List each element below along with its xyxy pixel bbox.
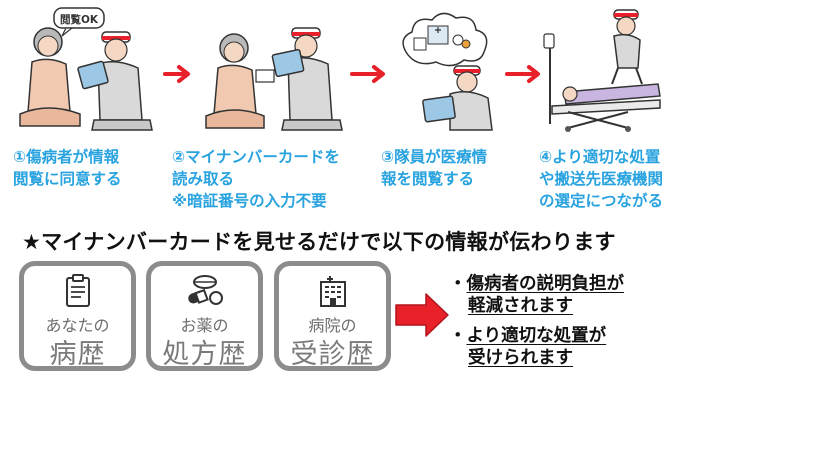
step-4-line1: ④より適切な処置 [539, 148, 661, 166]
illustration-card-reading [198, 4, 348, 134]
benefit-1: ・傷病者の説明負担が 軽減されます [449, 273, 624, 317]
step-1-line2: 閲覧に同意する [13, 170, 122, 188]
step-2-caption: ②マイナンバーカードを 読み取る ※暗証番号の入力不要 [172, 146, 340, 212]
arrow-right-icon [163, 65, 190, 83]
step-1-caption: ①傷病者が情報 閲覧に同意する [13, 146, 122, 190]
arrow-right-icon [350, 65, 385, 83]
card-small-label: お薬の [180, 316, 229, 335]
card-big-label: 病歴 [49, 339, 106, 370]
card-big-label: 受診歴 [290, 339, 375, 370]
benefit-2-line2: 受けられます [468, 348, 573, 368]
step-2-line2: 読み取る [172, 170, 235, 188]
pills-icon [187, 275, 223, 305]
arrow-right-icon [395, 293, 449, 337]
step-3-line2: 報を閲覧する [381, 170, 475, 188]
illustration-transport [538, 4, 668, 134]
step-4-caption: ④より適切な処置 や搬送先医療機関 の選定につながる [539, 146, 663, 212]
step-4-line3: の選定につながる [539, 192, 664, 210]
step-4-line2: や搬送先医療機関 [539, 170, 664, 188]
card-big-label: 処方歴 [162, 339, 247, 370]
speech-bubble-text: 閲覧OK [60, 14, 99, 26]
illustration-viewing-info [392, 8, 502, 134]
illustration-patient-consent: 閲覧OK [10, 2, 155, 134]
step-2-line3: ※暗証番号の入力不要 [172, 192, 327, 210]
benefit-1-line2: 軽減されます [468, 296, 573, 316]
card-medical-history: あなたの 病歴 [19, 261, 136, 371]
step-3-line1: ③隊員が医療情 [381, 148, 488, 166]
hospital-icon [319, 276, 346, 307]
arrow-right-icon [505, 65, 540, 83]
headline: ★マイナンバーカードを見せるだけで以下の情報が伝わります [22, 230, 616, 254]
benefit-2: ・より適切な処置が 受けられます [449, 325, 606, 369]
benefit-bullet: ・ [449, 274, 467, 294]
clipboard-icon [65, 274, 90, 307]
card-small-label: 病院の [308, 316, 357, 335]
card-visit-history: 病院の 受診歴 [274, 261, 391, 371]
step-1-line1: ①傷病者が情報 [13, 148, 120, 166]
benefit-2-line1: より適切な処置が [466, 326, 607, 346]
benefit-bullet: ・ [449, 326, 467, 346]
step-3-caption: ③隊員が医療情 報を閲覧する [381, 146, 487, 190]
card-prescription-history: お薬の 処方歴 [146, 261, 263, 371]
card-small-label: あなたの [45, 316, 110, 335]
benefit-1-line1: 傷病者の説明負担が [466, 274, 625, 294]
step-2-line1: ②マイナンバーカードを [172, 148, 340, 166]
